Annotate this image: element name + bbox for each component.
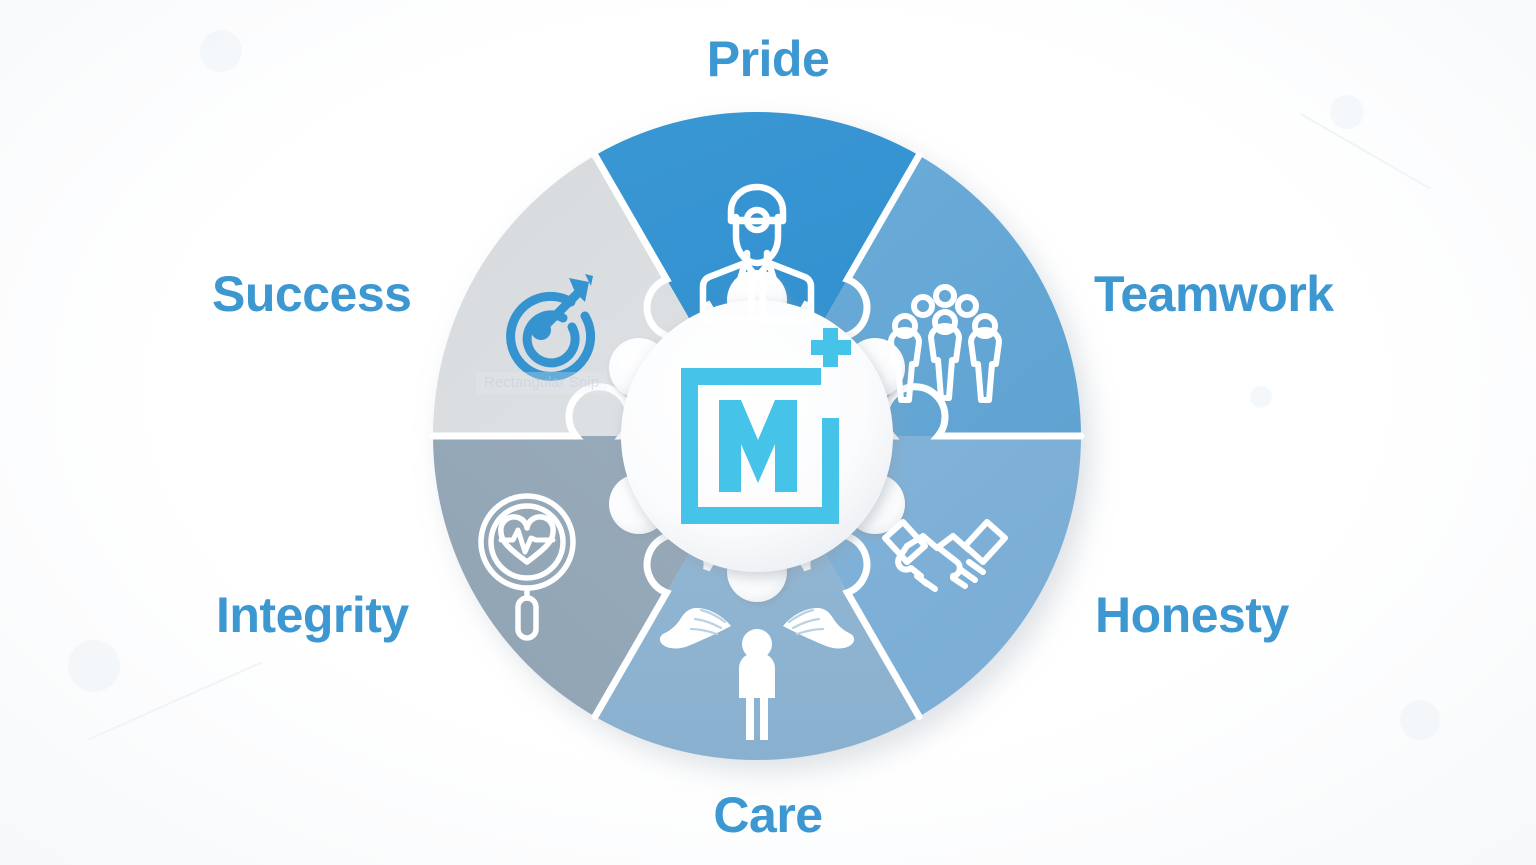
center-hub	[621, 300, 893, 572]
background-decoration	[1299, 112, 1431, 190]
center-logo	[681, 328, 851, 524]
background-decoration	[68, 640, 120, 692]
magnifier-heartbeat-icon	[478, 493, 576, 641]
segment-label-teamwork: Teamwork	[1094, 266, 1334, 322]
hands-protecting-person-icon	[659, 608, 855, 740]
background-decoration	[87, 661, 263, 741]
background-decoration	[1250, 386, 1272, 408]
group-of-people-icon	[888, 284, 1002, 403]
doctor-icon	[699, 183, 815, 323]
segment-label-care: Care	[713, 787, 823, 843]
segment-label-honesty: Honesty	[1095, 587, 1289, 643]
segment-label-integrity: Integrity	[216, 587, 409, 643]
handshake-icon	[882, 519, 1008, 592]
background-decoration	[1400, 700, 1440, 740]
puzzle-wheel	[429, 111, 1085, 761]
target-arrow-icon	[506, 274, 596, 381]
segment-label-pride: Pride	[706, 31, 830, 87]
background-decoration	[1330, 95, 1364, 129]
segment-label-success: Success	[212, 266, 412, 322]
